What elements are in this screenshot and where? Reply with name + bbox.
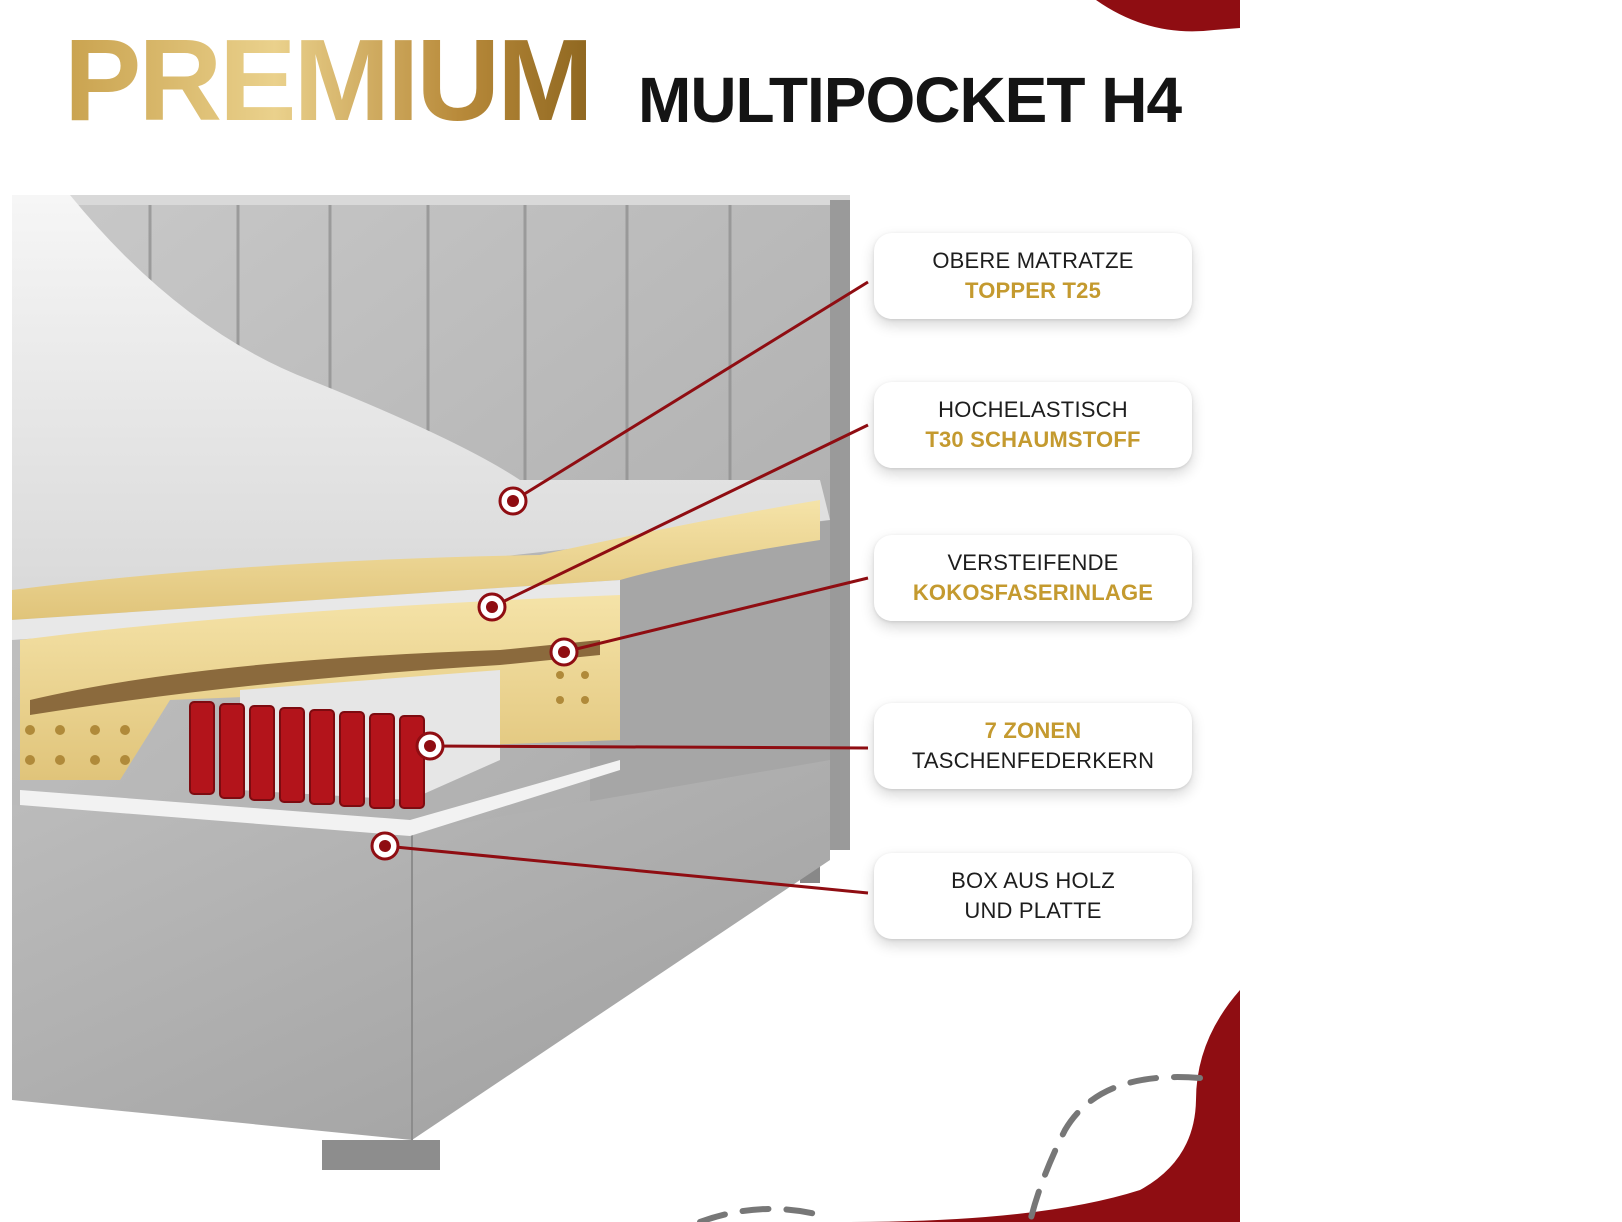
marker-box-icon	[370, 831, 400, 861]
accent-blob-bottom	[850, 990, 1240, 1222]
topper-layer	[12, 500, 820, 620]
cover-sheet	[12, 195, 830, 600]
box-base	[12, 760, 830, 1140]
callout-box-line2: UND PLATTE	[964, 898, 1102, 923]
callout-springs-line2: TASCHENFEDERKERN	[911, 748, 1155, 773]
dashed-decor	[1027, 1074, 1203, 1222]
leader-lines	[384, 280, 869, 895]
title-model: MULTIPOCKET H4	[638, 64, 1182, 136]
callout-springs: 7 ZONEN TASCHENFEDERKERN	[874, 703, 1192, 789]
callout-topper-line2: TOPPER T25	[964, 278, 1102, 303]
red-springs	[189, 701, 425, 809]
marker-topper-icon	[498, 486, 528, 516]
dashed-decor-2	[697, 1205, 823, 1222]
title-premium: PREMIUM	[64, 15, 594, 145]
foam-holes	[25, 646, 589, 765]
callout-coconut-line2: KOKOSFASERINLAGE	[912, 580, 1154, 605]
callout-foam-line1: HOCHELASTISCH	[938, 397, 1128, 422]
callout-springs-line1: 7 ZONEN	[984, 718, 1082, 743]
accent-blob-top	[1096, 0, 1240, 32]
callout-coconut-line1: VERSTEIFENDE	[947, 550, 1119, 575]
marker-foam-icon	[477, 592, 507, 622]
marker-coconut-icon	[549, 637, 579, 667]
callout-box-line1: BOX AUS HOLZ	[951, 868, 1115, 893]
callout-topper: OBERE MATRATZE TOPPER T25	[874, 233, 1192, 319]
callout-foam-line2: T30 SCHAUMSTOFF	[925, 427, 1141, 452]
marker-springs-icon	[415, 731, 445, 761]
callout-foam: HOCHELASTISCH T30 SCHAUMSTOFF	[874, 382, 1192, 468]
callout-topper-line1: OBERE MATRATZE	[932, 248, 1134, 273]
base-board	[20, 760, 620, 836]
box-foot	[322, 1140, 440, 1170]
callout-box: BOX AUS HOLZ UND PLATTE	[874, 853, 1192, 939]
callout-coconut: VERSTEIFENDE KOKOSFASERINLAGE	[874, 535, 1192, 621]
coconut-layer	[30, 640, 600, 715]
